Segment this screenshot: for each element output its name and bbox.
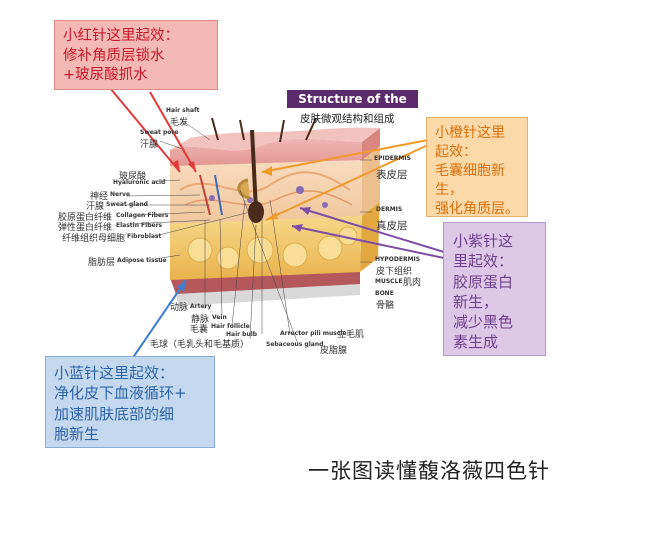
page-title: 一张图读懂馥洛薇四色针 (308, 459, 550, 483)
label-hypodermis-cn: 皮下组织 (376, 267, 413, 277)
label-artery-en: Artery (190, 303, 212, 310)
label-epidermis-cn: 表皮层 (376, 169, 408, 181)
callout-purple-line: 减少黑色 (453, 313, 514, 331)
label-vein-cn: 静脉 (191, 315, 210, 325)
callout-red-line: +玻尿酸抓水 (63, 67, 148, 84)
label-artery-cn: 动脉 (170, 303, 189, 313)
label-fibroblast-en: Fibroblast (127, 233, 162, 240)
label-collagen-en: Collagen Fibers (116, 212, 169, 219)
label-muscle-cn: 肌肉 (403, 278, 422, 288)
callout-blue-line: 加速肌肤底部的细 (54, 404, 175, 423)
label-vein-en: Vein (212, 314, 227, 321)
label-hair-shaft-en: Hair shaft (166, 107, 200, 114)
label-dermis-en: DERMIS (376, 206, 403, 213)
callout-orange-line: 毛囊细胞新 (435, 162, 505, 179)
callout-blue-line: 胞新生 (54, 424, 100, 443)
label-dermis-cn: 真皮层 (376, 220, 408, 232)
label-nerve-cn: 神经 (90, 192, 109, 202)
callout-purple-line: 素生成 (453, 333, 499, 352)
label-arrector-cn: 立毛肌 (337, 330, 365, 340)
callout-purple-line: 里起效： (453, 252, 514, 271)
label-sweat-pore-en: Sweat pore (140, 129, 179, 136)
callout-purple-needle: 小紫针这 里起效： 胶原蛋白 新生， 减少黑色 素生成 (443, 222, 546, 356)
label-sweat-pore-cn: 汗腺 (140, 140, 159, 150)
label-hyaluronic-cn: 玻尿酸 (119, 172, 147, 182)
label-sweat-gland-en: Sweat gland (106, 201, 148, 208)
diagram-subtitle: 皮肤微观结构和组成 (300, 113, 395, 125)
callout-orange-line: 小橙针这里 (435, 125, 505, 141)
label-hair-bulb-en: Hair bulb (226, 331, 258, 338)
label-epidermis-en: EPIDERMIS (374, 155, 411, 162)
label-hair-follicle-en: Hair follicle (211, 323, 250, 330)
callout-orange-line: 强化角质层。 (435, 200, 519, 217)
callout-blue-line: 小蓝针这里起效： (54, 364, 175, 382)
callout-orange-line: 起效： (435, 143, 477, 160)
leader-lines (125, 118, 372, 345)
label-adipose-en: Adipose tissue (117, 257, 167, 264)
callout-red-needle: 小红针这里起效： 修补角质层锁水 +玻尿酸抓水 (54, 20, 218, 90)
dermis-layer (170, 144, 380, 224)
label-hypodermis-en: HYPODERMIS (375, 256, 421, 263)
callout-purple-line: 胶原蛋白 (453, 272, 514, 291)
label-sebaceous-en: Sebaceous gland (266, 341, 324, 348)
label-adipose-cn: 脂肪层 (88, 258, 116, 268)
callout-orange-line: 生， (435, 181, 463, 198)
label-hair-shaft-cn: 毛发 (170, 118, 189, 128)
callout-purple-line: 新生， (453, 292, 499, 311)
label-muscle-en: MUSCLE (375, 278, 403, 285)
callout-blue-needle: 小蓝针这里起效： 净化皮下血液循环+ 加速肌肤底部的细 胞新生 (45, 356, 215, 448)
label-bone-en: BONE (375, 290, 394, 297)
callout-arrows (109, 87, 445, 363)
callout-orange-needle: 小橙针这里 起效： 毛囊细胞新 生， 强化角质层。 (426, 117, 528, 217)
callout-blue-line: 净化皮下血液循环+ (54, 384, 187, 403)
label-arrector-en: Arrector pili muscle (280, 330, 347, 337)
epidermis-layer (170, 127, 380, 166)
label-bone-cn: 骨骼 (376, 301, 395, 311)
label-fibroblast-cn: 纤维组织母细胞 (62, 234, 126, 244)
label-elastin-cn: 弹性蛋白纤维 (58, 223, 113, 233)
hair-follicle (211, 117, 317, 223)
label-nerve-en: Nerve (110, 191, 131, 198)
callout-red-line: 小红针这里起效： (63, 28, 179, 44)
label-collagen-cn: 胶原蛋白纤维 (58, 213, 113, 223)
callout-purple-line: 小紫针这 (453, 232, 514, 250)
label-sweat-gland-cn: 汗腺 (86, 202, 105, 212)
callout-red-line: 修补角质层锁水 (63, 47, 165, 64)
label-sebaceous-cn: 皮脂腺 (320, 346, 348, 356)
diagram-banner: Structure of the skin (287, 90, 418, 124)
label-hair-follicle-cn: 毛囊 (190, 325, 209, 335)
label-elastin-en: Elastin Fibers (116, 222, 163, 229)
label-hyaluronic-en: Hyaluronic acid (113, 179, 166, 186)
label-hair-bulb-cn: 毛球（毛乳头和毛基质） (150, 340, 250, 350)
